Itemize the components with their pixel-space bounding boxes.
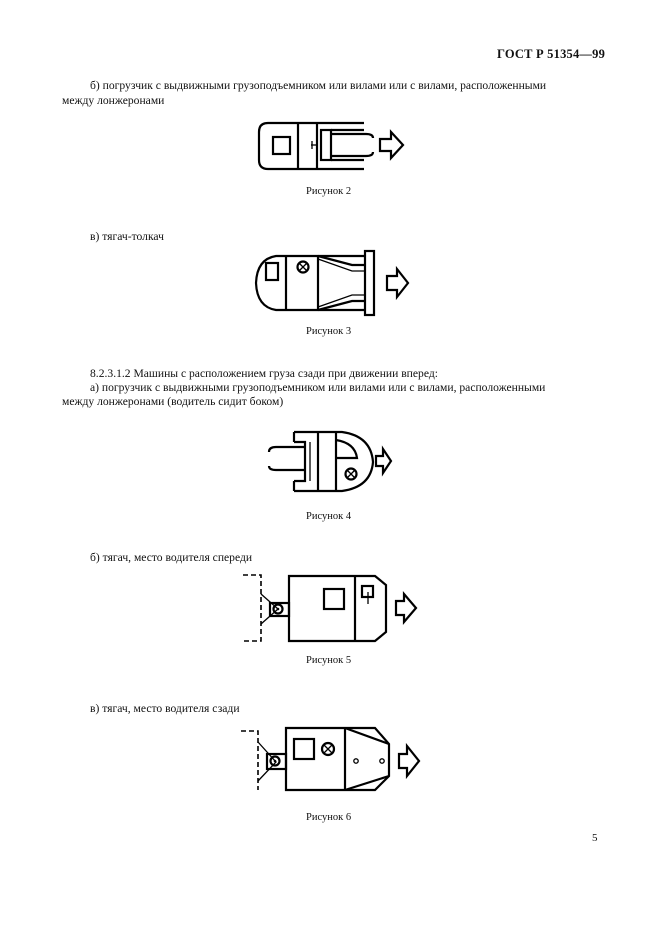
rear-load-forklift-icon <box>267 430 393 493</box>
page-number: 5 <box>592 832 598 844</box>
figure-6-caption: Рисунок 6 <box>306 812 352 823</box>
pusher-tractor-icon <box>254 249 410 317</box>
clause-8-2-3-1-2: 8.2.3.1.2 Машины с расположением груза с… <box>90 367 438 380</box>
standard-id: ГОСТ Р 51354—99 <box>497 47 606 61</box>
figure-5-caption: Рисунок 5 <box>306 655 352 666</box>
tractor-driver-rear-icon <box>241 726 421 792</box>
item-b-line1: б) погрузчик с выдвижными грузоподъемник… <box>90 79 547 92</box>
figure-2-caption: Рисунок 2 <box>306 186 352 197</box>
item-b-line2: между лонжеронами <box>62 94 165 107</box>
item-b2-line1: б) тягач, место водителя спереди <box>90 551 253 564</box>
item-a-line2: между лонжеронами (водитель сидит боком) <box>62 395 284 408</box>
item-v-line1: в) тягач-толкач <box>90 230 164 243</box>
tractor-driver-front-icon <box>243 574 418 643</box>
forklift-reach-fork-icon <box>257 121 405 171</box>
figure-4-caption: Рисунок 4 <box>306 511 352 522</box>
item-a-line1: а) погрузчик с выдвижными грузоподъемник… <box>90 381 546 394</box>
item-v2-line1: в) тягач, место водителя сзади <box>90 702 240 715</box>
figure-3-caption: Рисунок 3 <box>306 326 352 337</box>
